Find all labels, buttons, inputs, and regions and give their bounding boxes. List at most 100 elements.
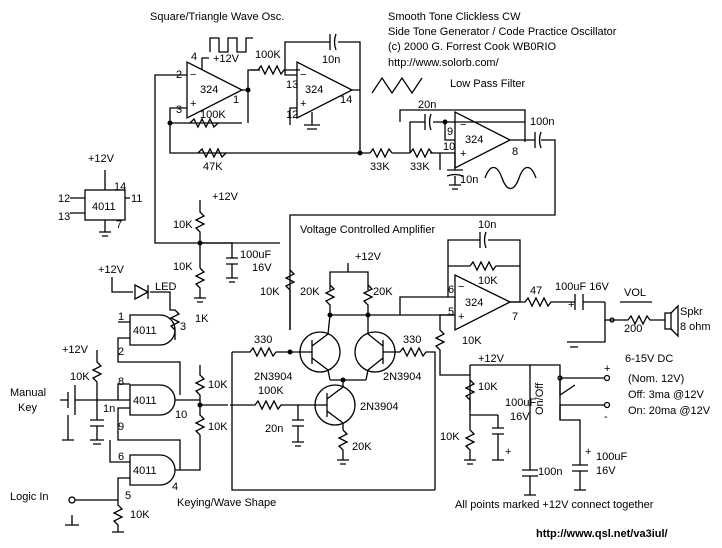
u1-plus: + xyxy=(190,98,196,110)
u2-plus: + xyxy=(300,98,306,110)
r330-a-label: 330 xyxy=(254,334,272,346)
connect-note: All points marked +12V connect together xyxy=(455,499,654,511)
square-wave-icon xyxy=(209,37,253,53)
cap-10n-lpf xyxy=(446,169,464,190)
spkr-ohm-label: 8 ohm xyxy=(680,321,711,333)
cap-100uf-out xyxy=(574,294,584,310)
c100n-pwr-label: 100n xyxy=(538,466,562,478)
sine-wave-icon xyxy=(484,166,537,190)
g4-pin5: 5 xyxy=(125,490,131,502)
q3-label: 2N3904 xyxy=(360,401,399,413)
resistor-330-b xyxy=(399,346,436,490)
u1-minus: − xyxy=(190,69,196,81)
vca-vcc-wire xyxy=(329,263,369,290)
r10k-logic-label: 10K xyxy=(130,509,150,521)
u1-pin1: 1 xyxy=(233,94,239,106)
g1-pin14: 14 xyxy=(114,181,126,193)
dc-plus-terminal[interactable] xyxy=(603,374,611,382)
u2-pin12: 12 xyxy=(286,109,298,121)
g2-pin2: 2 xyxy=(118,346,124,358)
r10k-pwr-b-label: 10K xyxy=(440,431,460,443)
u3-pin9: 9 xyxy=(447,126,453,138)
resistor-20k-a xyxy=(324,284,336,315)
r10k-div-a-label: 10K xyxy=(208,379,228,391)
g3-label: 4011 xyxy=(133,395,157,407)
u4-pin7: 7 xyxy=(512,311,518,323)
r20k-e-label: 20K xyxy=(352,441,372,453)
vol-terminal xyxy=(609,317,615,323)
cap-10n-osc xyxy=(329,33,337,51)
r10k-key-label: 10K xyxy=(70,371,90,383)
resistor-100k-c xyxy=(230,399,304,447)
r33k-a-label: 33K xyxy=(370,161,390,173)
junction xyxy=(442,119,448,125)
output-wires xyxy=(510,296,605,308)
g4-label: 4011 xyxy=(133,465,157,477)
junction xyxy=(340,377,346,383)
r10k-div-b-label: 10K xyxy=(208,421,228,433)
g1-pin13: 13 xyxy=(58,211,70,223)
subtitle: Side Tone Generator / Code Practice Osci… xyxy=(388,26,617,38)
r10k-pwr-a-label: 10K xyxy=(478,381,498,393)
u2-pin14: 14 xyxy=(340,94,352,106)
bias-vcc-label: +12V xyxy=(212,191,239,203)
gate-g3 xyxy=(129,384,176,416)
g2-pin3: 3 xyxy=(180,321,186,333)
vca-vcc-label: +12V xyxy=(355,251,382,263)
u2-wires xyxy=(284,41,361,153)
vca-section-label: Voltage Controlled Amplifier xyxy=(300,224,435,236)
u3-plus: + xyxy=(460,148,466,160)
resistor-20k-e xyxy=(337,429,349,465)
resistor-33k-b xyxy=(409,147,433,159)
divider-wires xyxy=(194,365,228,465)
r10k-vca-label: 10K xyxy=(260,286,280,298)
power-switch[interactable] xyxy=(559,378,576,420)
g3-pin8: 8 xyxy=(118,376,124,388)
c100uf-out-plus: + xyxy=(568,299,574,311)
opamp-u2 xyxy=(296,60,354,120)
logic-in-terminal[interactable] xyxy=(68,496,76,504)
c100n-lpf-label: 100n xyxy=(530,116,554,128)
cap-20n xyxy=(424,113,432,131)
bias-wires xyxy=(194,200,238,303)
u3-pin8: 8 xyxy=(512,146,518,158)
r100k-c-label: 100K xyxy=(258,385,284,397)
c10n-vca-label: 10n xyxy=(478,219,496,231)
c100uf-pwr-a-plus: + xyxy=(505,446,511,458)
u4-pin6: 6 xyxy=(448,284,454,296)
resistor-10k-u4 xyxy=(434,314,471,410)
c100uf-bias-v-label: 16V xyxy=(252,262,272,274)
logic-in-label: Logic In xyxy=(10,491,49,503)
g3-wires xyxy=(117,399,200,470)
g1-wires xyxy=(70,170,130,237)
u1-vcc-wire xyxy=(201,57,209,70)
g1-pin7: 7 xyxy=(116,219,122,231)
u4-minus: − xyxy=(458,281,464,293)
led-symbol xyxy=(134,283,150,301)
r10k-bias-b-label: 10K xyxy=(173,261,193,273)
resistor-330-a xyxy=(231,346,435,491)
u4-plus: + xyxy=(458,311,464,323)
r33k-b-label: 33K xyxy=(410,161,430,173)
opamp-u2-label: 324 xyxy=(305,84,323,96)
u4-wires xyxy=(330,239,521,316)
c100uf-pwr-a-label: 100uF xyxy=(505,397,536,409)
opamp-u3 xyxy=(454,110,512,170)
switch-label: On/Off xyxy=(534,382,546,415)
c100uf-bias-label: 100uF xyxy=(240,249,271,261)
u3-pin10: 10 xyxy=(443,141,455,153)
g4-pin6: 6 xyxy=(118,451,124,463)
osc-section-label: Square/Triangle Wave Osc. xyxy=(150,11,284,23)
q1-leads xyxy=(290,314,331,381)
u4-pin5: 5 xyxy=(448,306,454,318)
gate-g4 xyxy=(129,454,176,486)
dc-minus-terminal[interactable] xyxy=(603,401,611,409)
speaker-cone xyxy=(670,304,679,338)
u3-out xyxy=(289,139,556,330)
c100uf-pwr-b-v-label: 16V xyxy=(596,465,616,477)
c20n-vca-label: 20n xyxy=(265,423,283,435)
dc-range-label: 6-15V DC xyxy=(625,353,673,365)
c100uf-pwr-b-label: 100uF xyxy=(596,451,627,463)
g2-wires xyxy=(117,321,176,350)
r47k-label: 47K xyxy=(203,161,223,173)
